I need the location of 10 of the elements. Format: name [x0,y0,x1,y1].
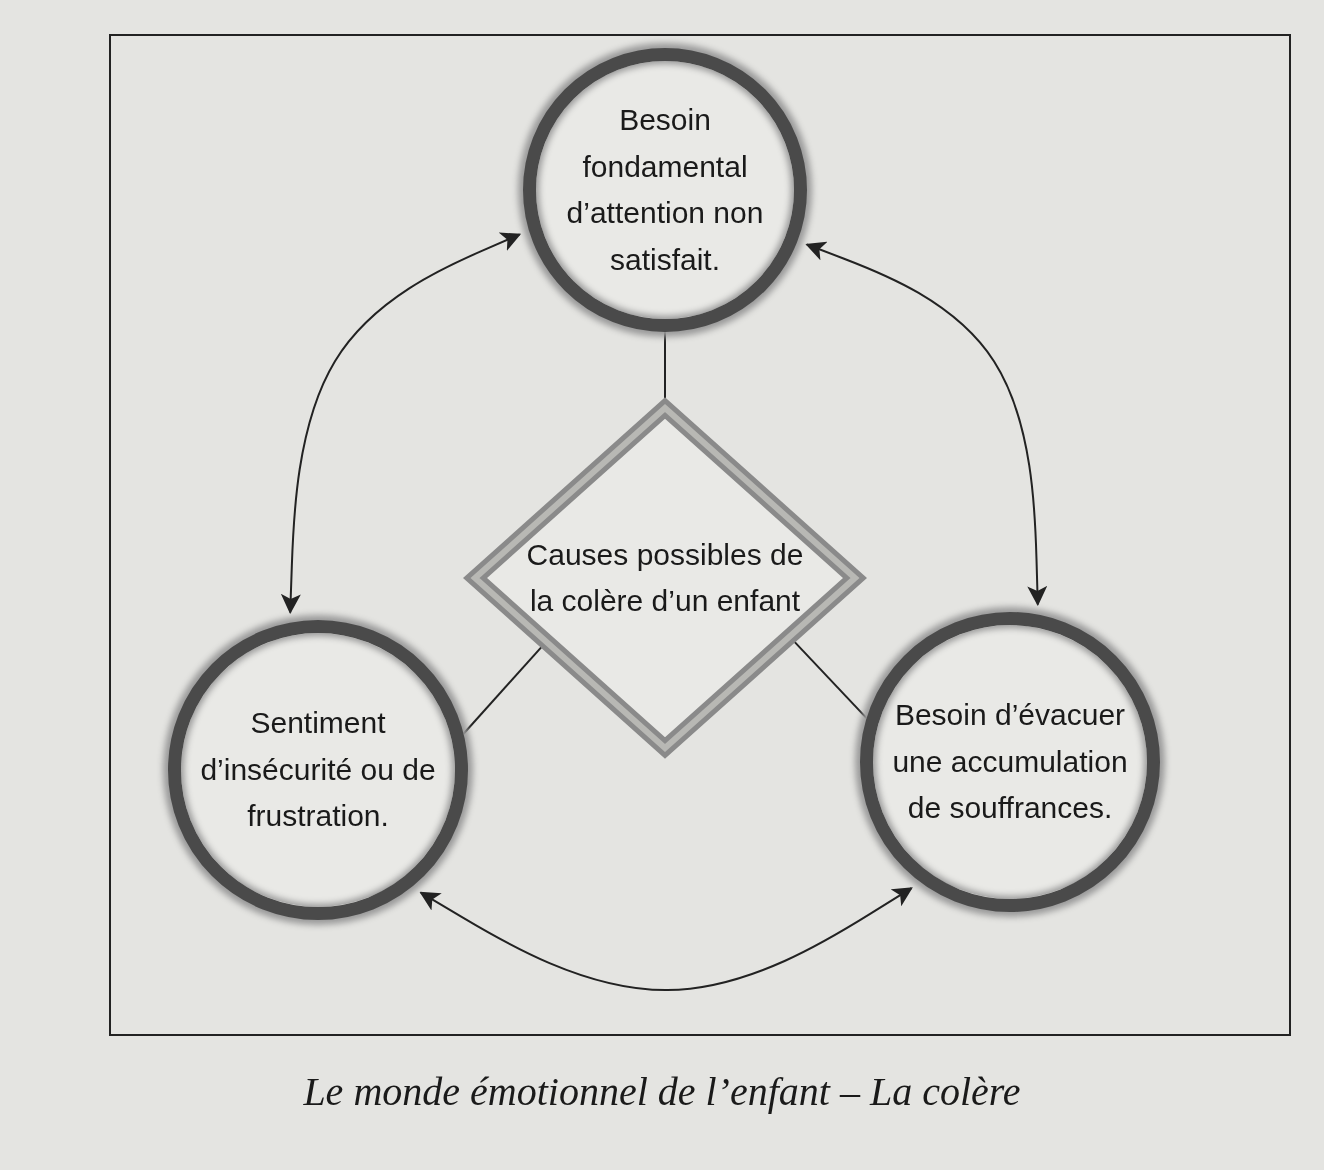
node-text: Besoin fondamental d’attention non satisfait. [565,102,765,278]
curved-double-arrow [419,887,913,992]
curved-double-arrow [280,232,522,615]
figure-caption: Le monde émotionnel de l’enfant – La colère [302,1068,1022,1115]
connector-line [462,644,544,735]
node-text: Besoin d’évacuer une accumulation de souffrances. [891,697,1129,827]
node-text: Causes possibles de la colère d’un enfant [525,536,805,619]
node-text: Sentiment d’insécurité ou de frustration. [199,705,437,835]
connector-line [664,331,666,401]
curved-double-arrow [805,241,1048,607]
